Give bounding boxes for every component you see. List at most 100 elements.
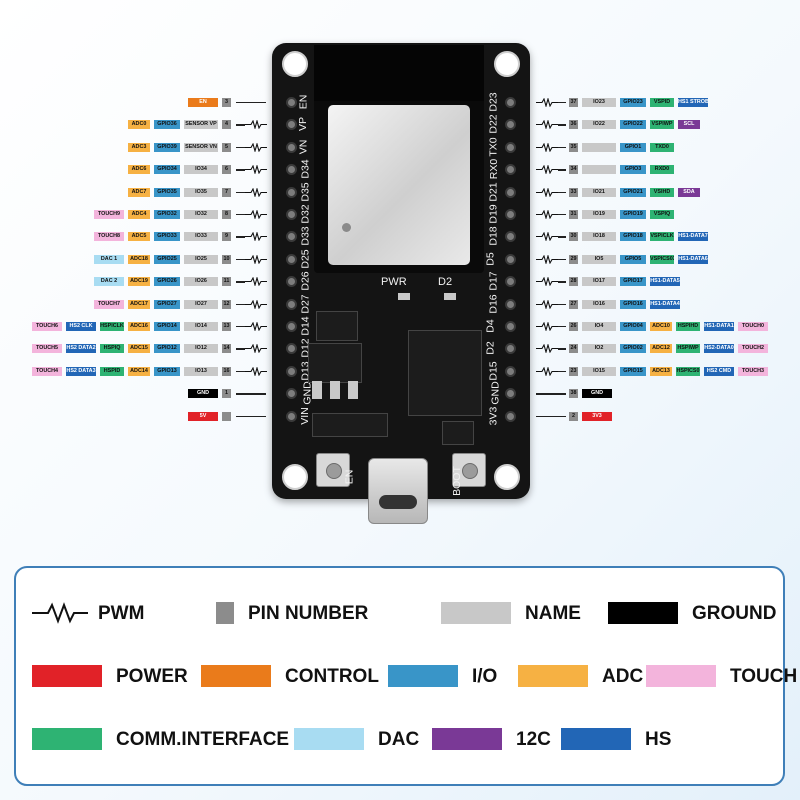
- legend-swatch-control: [201, 665, 271, 687]
- pwm-icon: [245, 322, 267, 331]
- pin-number: 27: [569, 299, 578, 309]
- pin-number: 34: [569, 165, 578, 175]
- pin-number: 31: [569, 210, 578, 219]
- pin-number: 16: [222, 366, 231, 376]
- pwm-icon: [32, 602, 88, 624]
- pin-number: 38: [569, 389, 578, 399]
- pwm-icon: [536, 299, 558, 309]
- header-pin: [286, 164, 297, 176]
- header-pin: [505, 141, 516, 153]
- pwm-icon: [536, 254, 558, 264]
- header-pin: [286, 410, 297, 422]
- silk-pin-label: D25: [299, 249, 312, 269]
- name-label: IO34: [184, 165, 218, 175]
- silk-pin-label: D34: [299, 159, 312, 179]
- ground-label: GND: [582, 389, 612, 399]
- silk-pin-label: D4: [484, 319, 497, 333]
- pin-lead-line: [236, 236, 245, 238]
- dac-label: DAC 2: [94, 277, 124, 287]
- comm-label: VSPID: [650, 98, 674, 107]
- name-label: IO26: [184, 277, 218, 287]
- io-label: GPIO1: [620, 142, 646, 152]
- pin-number: 4: [222, 120, 231, 130]
- legend-label: ADC: [602, 666, 644, 687]
- pin-lead-line: [558, 214, 566, 216]
- hs-label: HS1-DATA6: [678, 254, 708, 264]
- hs-label: HS2 CMD: [704, 366, 734, 376]
- header-pin: [286, 119, 297, 131]
- io-label: GPIO26: [154, 277, 180, 287]
- name-label: IO35: [184, 187, 218, 197]
- pin-lead-line: [236, 258, 245, 261]
- adc-label: ADC16: [128, 322, 150, 331]
- legend-label: TOUCH: [730, 666, 798, 687]
- adc-label: ADC6: [128, 165, 150, 175]
- adc-label: ADC5: [128, 232, 150, 242]
- pwm-icon: [245, 299, 267, 309]
- io-label: GPIO3: [620, 165, 646, 175]
- header-pin: [286, 343, 297, 355]
- pin-number: 14: [222, 344, 231, 354]
- legend-label: PIN NUMBER: [248, 603, 369, 624]
- name-label: IO12: [184, 344, 218, 354]
- adc-label: ADC19: [128, 277, 150, 287]
- pwm-icon: [245, 165, 267, 175]
- hs-label: HS1-DATA4: [650, 299, 680, 309]
- voltage-regulator: [308, 343, 362, 383]
- comm-label: HSPID: [100, 366, 124, 376]
- legend-label: I/O: [472, 666, 498, 687]
- legend-label: 12C: [516, 729, 551, 750]
- io-label: GPIO32: [154, 210, 180, 219]
- dac-label: DAC 1: [94, 254, 124, 264]
- io-label: GPIO19: [620, 210, 646, 219]
- comm-label: VSPIQ: [650, 210, 674, 219]
- touch-label: TOUCH3: [738, 366, 768, 376]
- io-label: GPIO34: [154, 165, 180, 175]
- header-pin: [286, 276, 297, 288]
- silk-pin-label: D23: [487, 92, 500, 112]
- io-label: GPIO39: [154, 142, 180, 152]
- silk-pin-label: D27: [299, 293, 312, 314]
- pwm-icon: [536, 322, 558, 331]
- pwm-icon: [536, 165, 558, 175]
- pwm-icon: [536, 142, 558, 152]
- pin-lead-line: [236, 102, 266, 104]
- component: [312, 413, 388, 437]
- silk-pin-label: D33: [299, 226, 312, 247]
- component: [442, 421, 474, 445]
- comm-label: HSPIQ: [100, 344, 124, 354]
- touch-label: TOUCH7: [94, 299, 124, 309]
- legend-label: NAME: [525, 603, 581, 624]
- rf-shield: [328, 105, 470, 265]
- pin-lead-line: [558, 326, 566, 328]
- boot-button[interactable]: [452, 453, 486, 487]
- header-pin: [286, 388, 297, 400]
- silk-pin-label: D19: [487, 204, 500, 224]
- silk-pin-label: D5: [484, 252, 497, 266]
- pin-lead-line: [236, 169, 245, 171]
- pin-number: 9: [222, 232, 231, 242]
- legend-swatch-touch: [646, 665, 716, 687]
- name-label: IO18: [582, 232, 616, 242]
- comm-label: VSIHD: [650, 187, 674, 197]
- esp32-wroom-module: [314, 45, 484, 273]
- en-button[interactable]: [316, 453, 350, 487]
- en-button-label: EN: [343, 469, 356, 485]
- silk-pin-label: VIN: [298, 406, 311, 425]
- pin-lead-line: [558, 370, 566, 373]
- pin-number: 28: [569, 277, 578, 287]
- legend-swatch-ground: [608, 602, 678, 624]
- pwm-icon: [245, 142, 267, 152]
- touch-label: TOUCH9: [94, 210, 124, 219]
- header-pin: [286, 365, 297, 377]
- silk-pin-label: RX0: [488, 158, 501, 180]
- pin-number: 8: [222, 210, 231, 219]
- mount-hole: [494, 464, 520, 490]
- name-label: IO16: [582, 299, 616, 309]
- pin-number: 1: [222, 389, 231, 399]
- touch-label: TOUCH5: [32, 344, 62, 354]
- silk-pin-label: D32: [299, 204, 312, 224]
- pwm-icon: [536, 232, 558, 242]
- legend-label: DAC: [378, 729, 420, 750]
